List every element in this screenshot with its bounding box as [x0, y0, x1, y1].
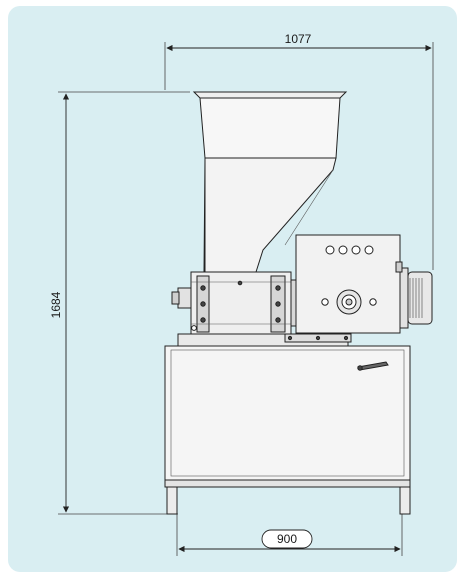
top-width-dimension: 1077 [164, 32, 434, 270]
cutting-chamber [171, 271, 300, 335]
base-width-label: 900 [277, 532, 297, 546]
base-cabinet [164, 345, 411, 515]
gearbox [295, 234, 401, 334]
overall-height-label: 1684 [49, 291, 63, 318]
base-width-badge [261, 529, 313, 549]
motor [395, 261, 433, 329]
bottom-width-dimension: 900 [176, 508, 403, 556]
hopper [192, 91, 348, 273]
left-height-dimension: 1684 [49, 91, 190, 515]
overall-width-label: 1077 [285, 32, 312, 46]
